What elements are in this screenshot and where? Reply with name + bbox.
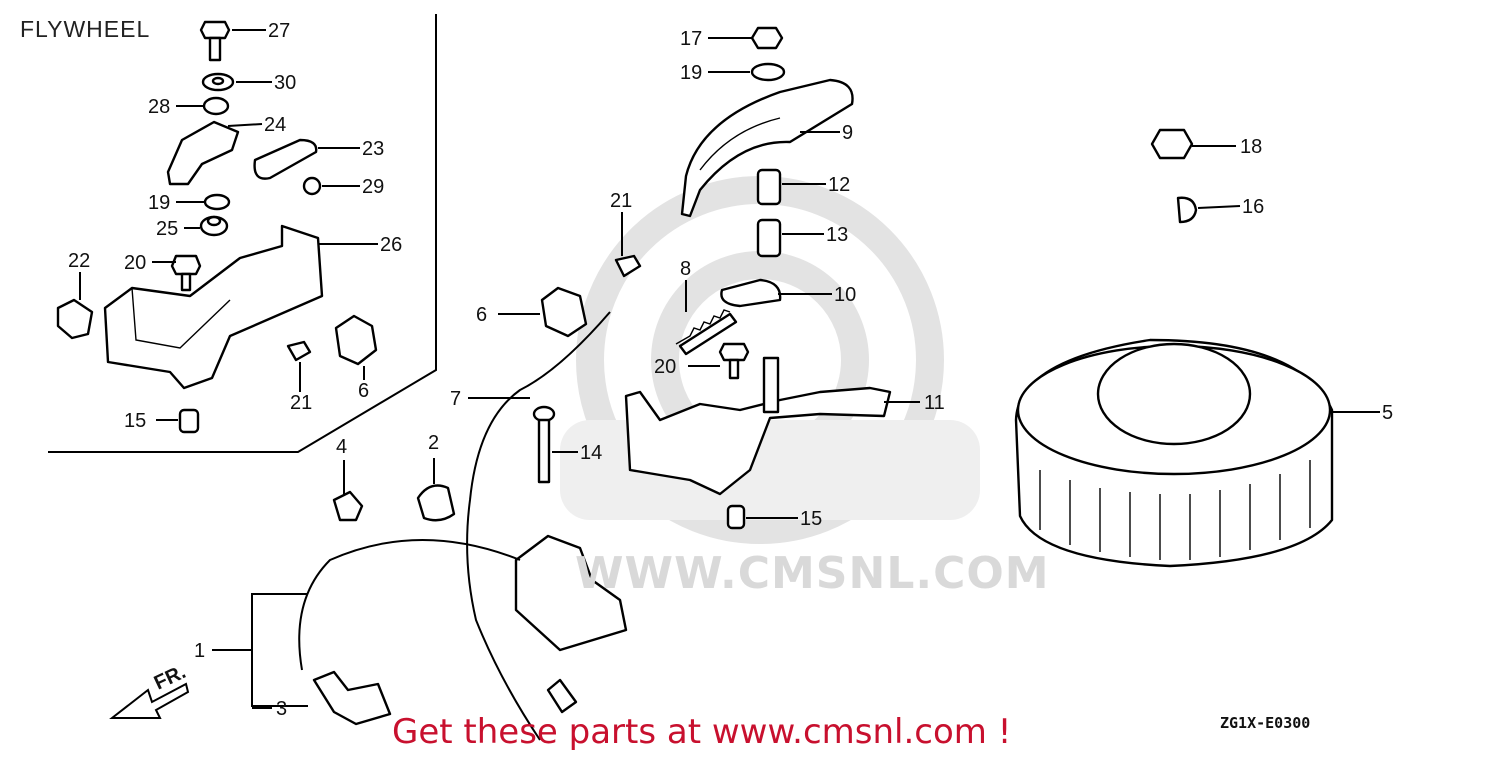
part-3-plug-cap [312, 670, 392, 726]
callout-30: 30 [274, 72, 296, 94]
callout-15-b: 15 [800, 508, 822, 530]
callout-7: 7 [450, 388, 461, 410]
part-15-collar-b [726, 504, 746, 530]
part-22-clip [56, 298, 94, 340]
part-20-bolt-b [718, 342, 750, 380]
callout-5: 5 [1382, 402, 1393, 424]
callout-10: 10 [834, 284, 856, 306]
callout-1: 1 [194, 640, 205, 662]
part-28-nut [202, 96, 230, 116]
part-4-clamp [332, 490, 364, 522]
callout-21: 21 [290, 392, 312, 414]
part-6-switch [334, 314, 378, 366]
part-9-lever [680, 78, 854, 218]
callout-4: 4 [336, 436, 347, 458]
callout-23: 23 [362, 138, 384, 160]
part-26-bracket [103, 224, 324, 390]
part-12-collar [756, 168, 782, 206]
part-30-washer [201, 72, 235, 92]
callout-24: 24 [264, 114, 286, 136]
callout-28: 28 [148, 96, 170, 118]
part-29-screw [302, 176, 322, 196]
callout-20: 20 [124, 252, 146, 274]
part-5-flywheel [1014, 338, 1334, 568]
part-1-ignition-coil [298, 534, 628, 714]
part-27-bolt [199, 20, 231, 62]
callout-9: 9 [842, 122, 853, 144]
callout-15: 15 [124, 410, 146, 432]
part-10-link [720, 278, 782, 308]
part-6-switch-b [540, 286, 588, 338]
inset-frame [48, 14, 437, 453]
callout-19: 19 [148, 192, 170, 214]
callout-20-b: 20 [654, 356, 676, 378]
part-24-bracket [166, 120, 240, 186]
part-21-screw-b [614, 254, 642, 278]
callout-26: 26 [380, 234, 402, 256]
part-11-plate [624, 356, 892, 496]
callout-lines [79, 29, 1380, 709]
part-16-key [1176, 196, 1198, 224]
part-19-washer [203, 193, 231, 211]
part-13-collar [756, 218, 782, 258]
part-17-nut [750, 26, 784, 50]
part-20-bolt [170, 254, 202, 292]
callout-16: 16 [1242, 196, 1264, 218]
front-arrow-icon [109, 682, 190, 719]
part-7-wire [466, 311, 611, 741]
part-14-bolt [532, 405, 556, 484]
watermark-cms [560, 420, 980, 520]
callout-19-b: 19 [680, 62, 702, 84]
callout-21-b: 21 [610, 190, 632, 212]
callout-18: 18 [1240, 136, 1262, 158]
part-19-washer-b [750, 62, 786, 82]
part-2-grommet [416, 484, 456, 522]
part-25-nut [199, 215, 229, 237]
watermark-text: WWW.CMSNL.COM [575, 548, 1050, 599]
callout-29: 29 [362, 176, 384, 198]
part-8-spring [675, 309, 738, 356]
part-21-screw [286, 340, 312, 362]
page-title: FLYWHEEL [20, 16, 151, 42]
callout-22: 22 [68, 250, 90, 272]
diagram-code: ZG1X-E0300 [1220, 714, 1311, 732]
promo-banner[interactable]: Get these parts at www.cmsnl.com ! [392, 712, 1012, 752]
callout-6: 6 [358, 380, 369, 402]
callout-labels: 27 30 28 24 23 29 19 25 26 22 20 6 21 15… [68, 20, 1393, 720]
part-23-arm [253, 138, 318, 180]
callout-13: 13 [826, 224, 848, 246]
callout-17: 17 [680, 28, 702, 50]
callout-11: 11 [924, 392, 945, 414]
callout-2: 2 [428, 432, 439, 454]
callout-6-b: 6 [476, 304, 487, 326]
callout-25: 25 [156, 218, 178, 240]
callout-12: 12 [828, 174, 850, 196]
callout-3: 3 [276, 698, 287, 720]
part-15-collar [178, 408, 200, 434]
callout-8: 8 [680, 258, 691, 280]
callout-27: 27 [268, 20, 290, 42]
callout-14: 14 [580, 442, 602, 464]
part-18-nut [1150, 128, 1194, 160]
